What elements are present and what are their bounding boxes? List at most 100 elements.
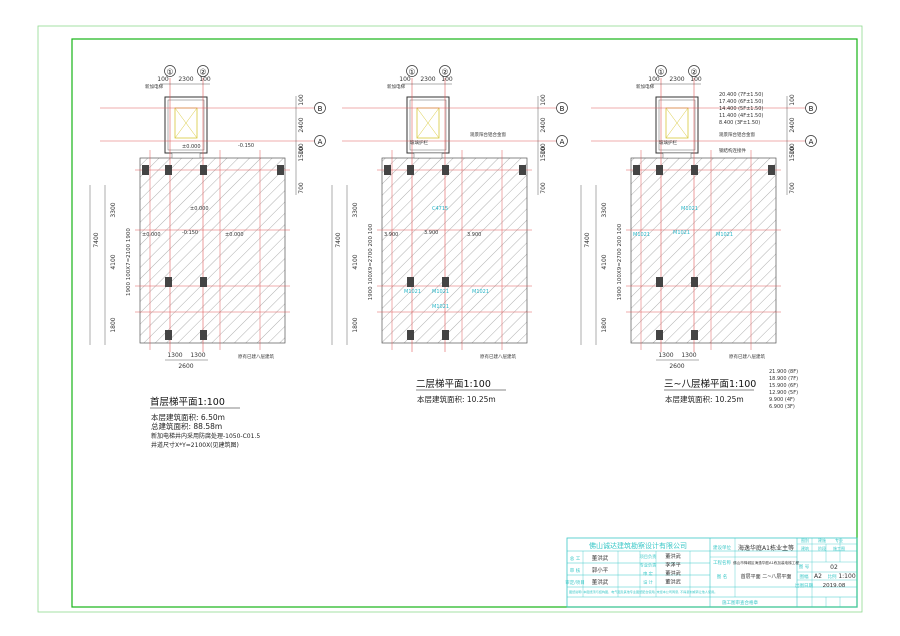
tb-role: 审定/项目 (565, 579, 585, 586)
dimension-left-inner: 1900 100X9=2700 200 100 (368, 223, 374, 300)
grid-row-label: B (809, 105, 814, 113)
dimension-left-total: 7400 (335, 232, 342, 247)
size-label: 图幅 (800, 573, 809, 580)
level-top: 17.400 (6F±1.50) (719, 99, 763, 105)
outer-frame (37, 25, 863, 613)
grid-bubble-col (688, 65, 700, 77)
column (142, 165, 149, 175)
column (442, 165, 449, 175)
tb-cell: 图别 (801, 537, 809, 543)
plan-note: 井道尺寸X*Y=2100X(见建筑图) (151, 441, 239, 449)
dimension-right: 100 (789, 94, 796, 106)
plan-label: ±0.000 (225, 232, 244, 238)
grid-bubble-row (314, 102, 326, 114)
existing-building-hatch (630, 157, 777, 344)
plan-label: ±0.000 (190, 206, 209, 212)
column (656, 277, 663, 287)
dimension-bottom: 1300 (167, 352, 182, 359)
level-bottom: 9.900 (4F) (769, 397, 795, 403)
level-bottom: 12.900 (5F) (769, 390, 798, 396)
plan-note: 本层建筑面积: 10.25m (417, 394, 496, 404)
project-label-2: 工程名称 (713, 559, 731, 566)
dimension-top: 100 (441, 76, 453, 83)
dimension-bottom: 1300 (658, 352, 673, 359)
dimension-right: 100 (540, 143, 547, 155)
dimension-right: 100 (540, 94, 547, 106)
plan-label: M1021 (432, 304, 449, 310)
column (165, 165, 172, 175)
footer-note: 图纸说明: 本图纸须与结构图、电气图及其他专业图纸配合使用, 未经本公司同意, … (569, 589, 717, 594)
tb-cell: 施工图 (833, 545, 845, 551)
column (407, 165, 414, 175)
link-corridor (662, 152, 692, 159)
link-corridor (171, 152, 201, 159)
dimension-top: 100 (690, 76, 702, 83)
size: A2 (814, 573, 822, 580)
callout: 玻璃护栏 (659, 139, 677, 146)
sheet-no: 02 (830, 564, 838, 571)
dimension-left: 4100 (110, 254, 117, 269)
column (691, 165, 698, 175)
dimension-right: 100 (298, 94, 305, 106)
column (200, 330, 207, 340)
dimension-top: 100 (648, 76, 660, 83)
grid-col-label: ② (690, 68, 697, 77)
column (633, 165, 640, 175)
dimension-top: 2300 (669, 76, 684, 83)
existing-building-hatch (139, 157, 286, 344)
grid-bubble-row (314, 135, 326, 147)
title-block-people: 总 工董洪武审 核郭小平审定/项目董洪武项目负责董洪武专业负责李泽平审 定董洪武… (565, 552, 681, 586)
column (407, 330, 414, 340)
dimension-right: 100 (789, 143, 796, 155)
tb-role: 总 工 (570, 555, 581, 562)
car-diagonal (174, 107, 198, 139)
grid-bubble-col (164, 65, 176, 77)
grid-row-label: A (318, 138, 323, 146)
plan-note: 本层建筑面积: 10.25m (665, 394, 744, 404)
column (407, 277, 414, 287)
plan-label: M1021 (681, 206, 698, 212)
dimension-left: 1800 (601, 317, 608, 332)
level-bottom: 18.900 (7F) (769, 376, 798, 382)
tb-role: 审 定 (643, 570, 653, 577)
plan-label: -0.150 (182, 230, 198, 236)
stamp-text: 施工图审查合格章 (722, 599, 758, 606)
dimension-left: 3300 (352, 202, 359, 217)
dimension-bottom: 1300 (681, 352, 696, 359)
plan-title: 三~八层梯平面1:100 (664, 378, 756, 390)
tb-role: 审 核 (570, 567, 581, 574)
column (656, 330, 663, 340)
dimension-right: 2400 (540, 117, 547, 132)
level-bottom: 15.900 (6F) (769, 383, 798, 389)
tb-role: 专业负责 (640, 562, 657, 569)
dimension-right: 700 (298, 182, 305, 194)
grid-col-label: ② (441, 68, 448, 77)
level-top: 20.400 (7F±1.50) (719, 92, 763, 98)
tb-cell: 专业 (835, 537, 843, 543)
level-top: 11.400 (4F±1.50) (719, 113, 763, 119)
dimension-right: 100 (298, 143, 305, 155)
plan-label: 3.900 (384, 232, 398, 238)
tb-name: 董洪武 (665, 552, 681, 560)
scale: 1:100 (838, 573, 855, 580)
dimension-left: 3300 (110, 202, 117, 217)
callout-existing-building: 原有已建八层建筑 (480, 353, 516, 360)
dimension-top: 100 (199, 76, 211, 83)
drawing-name: 首层平面 二~八层平面 (741, 573, 792, 580)
plan-label: -0.150 (238, 143, 254, 149)
grid-row-label: B (560, 105, 565, 113)
project-name: 海逸华庭A1栋业主等 (738, 544, 794, 552)
column (200, 165, 207, 175)
scale-label: 比例 (828, 573, 837, 580)
callout: 观景阳台铝合金窗 (719, 131, 755, 138)
dimension-right: 1500 (540, 146, 547, 161)
dimension-right: 2400 (789, 117, 796, 132)
inner-frame (71, 38, 858, 608)
tb-name: 李泽平 (665, 561, 681, 569)
callout-new-elevator: 新加电梯 (636, 83, 654, 90)
plan-label: M1021 (716, 232, 733, 238)
dimension-right: 2400 (298, 117, 305, 132)
